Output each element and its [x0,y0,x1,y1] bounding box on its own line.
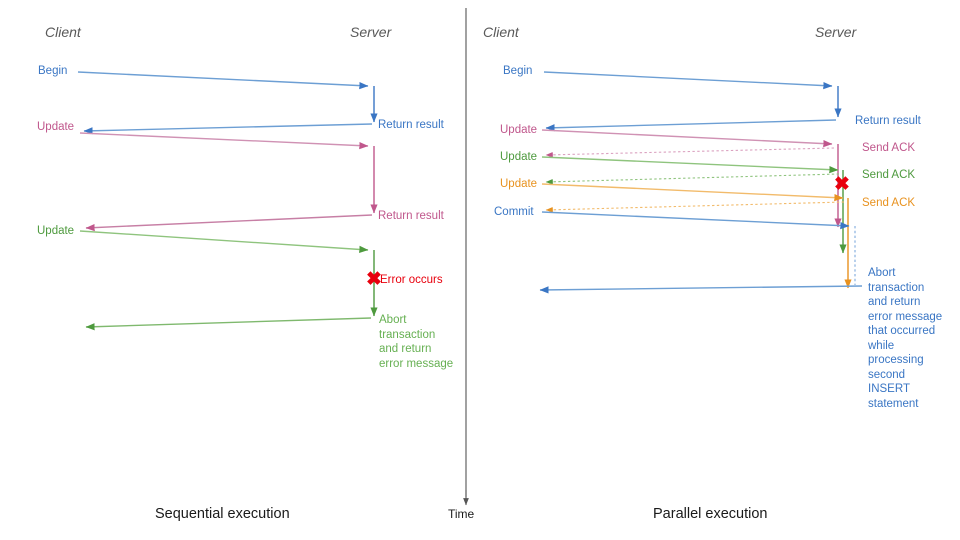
right-msg-commit: Commit [494,206,534,218]
right-msg-update-2: Update [500,151,538,163]
left-actor-server: Server [350,24,392,40]
arrow-right-send-ack-3 [545,201,845,213]
arrow-right-send-ack-1 [545,147,835,158]
arrow-right-update-3 [541,183,852,289]
right-msg-send-ack-3: Send ACK [862,197,916,209]
right-msg-send-ack-1: Send ACK [862,142,916,154]
left-msg-return-result-2: Return result [378,210,444,222]
right-msg-update-1: Update [500,124,538,136]
arrow-right-send-ack-2 [545,173,840,185]
left-msg-abort: Abort transaction and return error messa… [379,314,454,370]
left-panel-caption: Sequential execution [155,506,290,522]
left-msg-return-result-1: Return result [378,119,444,131]
left-actor-client: Client [45,24,81,40]
arrow-right-begin [543,71,842,118]
arrow-left-update-1 [79,132,378,214]
left-error-x-icon: ✖ [366,269,382,290]
arrow-left-return-result-1 [83,123,373,135]
left-msg-update-1: Update [37,121,75,133]
arrow-left-return-result-2 [85,214,373,232]
arrow-right-update-2 [541,156,847,254]
right-actor-client: Client [483,24,519,40]
right-actor-server: Server [815,24,857,40]
right-msg-update-3: Update [500,178,538,190]
left-msg-begin: Begin [38,65,68,77]
left-msg-update-2: Update [37,225,75,237]
right-msg-abort: Abort transaction and return error messa… [868,267,943,410]
arrow-left-abort [85,317,372,331]
arrow-right-commit [541,211,856,285]
left-msg-error: Error occurs [380,274,443,286]
arrow-left-begin [77,71,378,123]
arrow-right-abort [539,285,863,294]
right-panel-caption: Parallel execution [653,506,768,522]
time-axis-label: Time [448,507,475,521]
arrow-left-update-2 [79,230,378,317]
right-msg-return-result: Return result [855,115,921,127]
right-error-x-icon: ✖ [834,174,850,195]
right-msg-send-ack-2: Send ACK [862,169,916,181]
right-msg-begin: Begin [503,65,533,77]
arrow-right-return-result [545,119,837,132]
arrow-right-update-1 [541,129,842,228]
